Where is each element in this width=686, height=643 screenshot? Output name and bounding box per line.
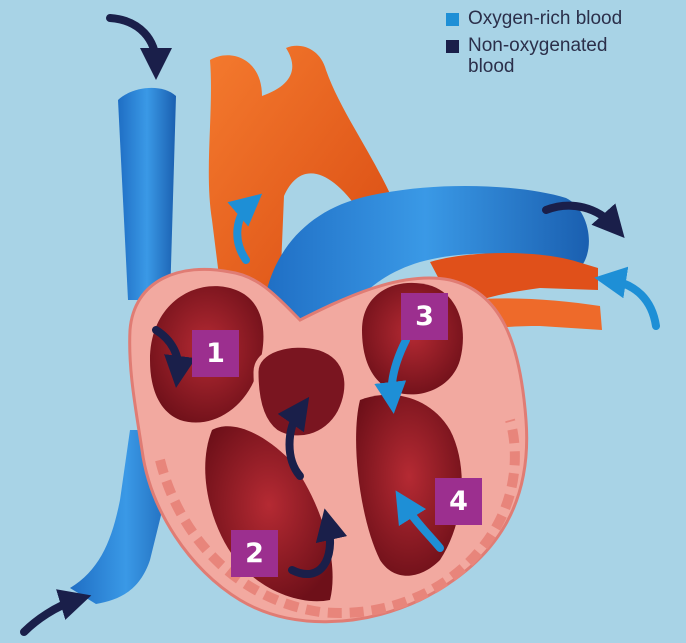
aortic-valve-opening bbox=[256, 345, 347, 438]
legend-label-non-oxygenated: Non-oxygenated blood bbox=[468, 35, 658, 77]
step-badge-3: 3 bbox=[401, 293, 448, 340]
legend-item-non-oxygenated: Non-oxygenated blood bbox=[446, 35, 682, 77]
step-badge-2: 2 bbox=[231, 530, 278, 577]
flow-arrow-pulmonary-in bbox=[610, 280, 656, 326]
legend-item-oxygen-rich: Oxygen-rich blood bbox=[446, 8, 682, 29]
inflow-arrow-top bbox=[110, 18, 156, 64]
superior-vena-cava bbox=[118, 88, 176, 300]
legend-label-oxygen-rich: Oxygen-rich blood bbox=[468, 8, 622, 29]
non-oxygenated-swatch-icon bbox=[446, 40, 459, 53]
inflow-arrow-bottom bbox=[24, 600, 76, 632]
step-badge-4: 4 bbox=[435, 478, 482, 525]
step-badge-1: 1 bbox=[192, 330, 239, 377]
oxygen-rich-swatch-icon bbox=[446, 13, 459, 26]
legend: Oxygen-rich blood Non-oxygenated blood bbox=[446, 8, 682, 83]
